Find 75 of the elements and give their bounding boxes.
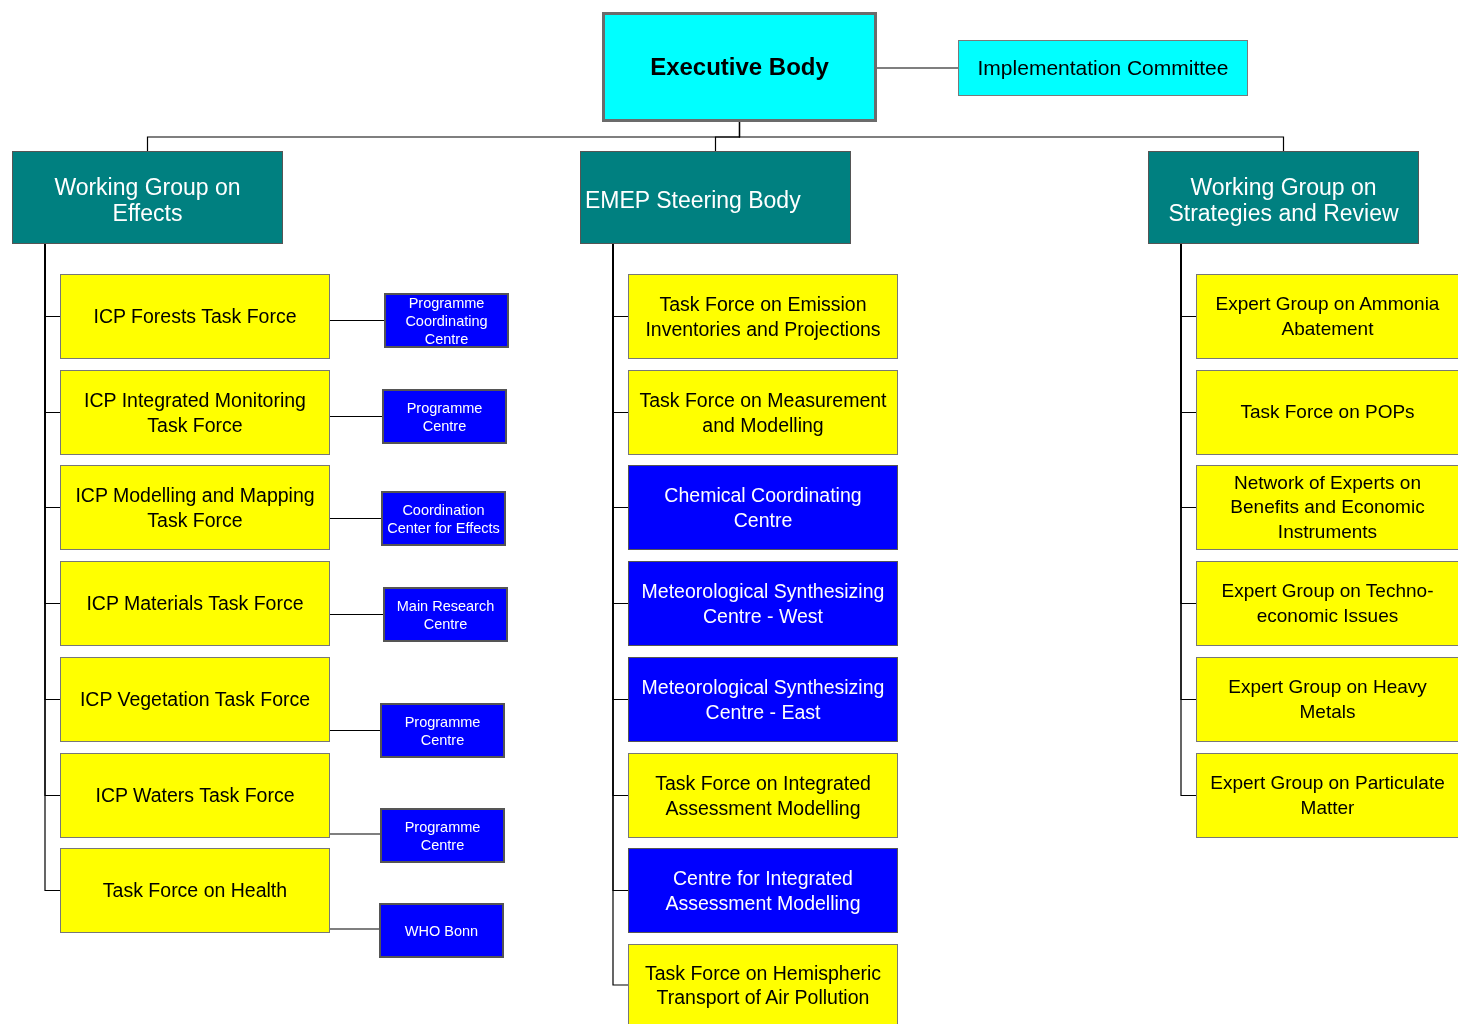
- box-label: Centre for Integrated Assessment Modelling: [664, 866, 862, 915]
- box-label: Working Group on Strategies and Review: [1167, 173, 1400, 226]
- box-label: Meteorological Synthesizing Centre - West: [640, 579, 886, 628]
- box-label: Programme Centre: [405, 398, 484, 435]
- centre-box: [384, 293, 509, 348]
- box-label: ICP Modelling and Mapping Task Force: [74, 483, 316, 532]
- box-label: Coordination Center for Effects: [387, 500, 500, 537]
- task-box: [60, 370, 330, 455]
- committee-box: [958, 40, 1248, 96]
- box-label: Expert Group on Heavy Metals: [1227, 675, 1428, 724]
- box-label: EMEP Steering Body: [585, 186, 801, 213]
- connector-line: [329, 517, 382, 520]
- executive-box: [602, 12, 877, 122]
- task-box: [1196, 561, 1458, 646]
- task-box: [60, 465, 330, 550]
- connector-line: [329, 833, 381, 835]
- task-box: [1196, 370, 1458, 455]
- box-label: Expert Group on Techno-economic Issues: [1220, 579, 1435, 628]
- box-label: Meteorological Synthesizing Centre - East: [640, 675, 886, 724]
- centre-box: [382, 389, 507, 444]
- centre-box: [628, 561, 898, 646]
- connector-line: [329, 729, 381, 732]
- group-box: [1148, 151, 1419, 244]
- box-label: Task Force on POPs: [1240, 400, 1415, 425]
- task-box: [628, 753, 898, 838]
- task-box: [628, 274, 898, 359]
- task-box: [1196, 753, 1458, 838]
- group-box: [12, 151, 283, 244]
- task-box: [1196, 657, 1458, 742]
- box-label: Working Group on Effects: [53, 173, 242, 226]
- box-label: Task Force on Health: [102, 878, 288, 903]
- task-box: [628, 370, 898, 455]
- centre-box: [628, 465, 898, 550]
- connector-line: [329, 928, 380, 930]
- group-box: [580, 151, 851, 244]
- centre-box: [381, 491, 506, 546]
- centre-box: [383, 587, 508, 642]
- box-label: ICP Forests Task Force: [93, 304, 297, 329]
- box-label: Expert Group on Particulate Matter: [1209, 771, 1446, 820]
- box-label: Executive Body: [650, 52, 829, 82]
- box-label: Programme Centre: [403, 712, 482, 749]
- box-label: Implementation Committee: [977, 55, 1229, 82]
- task-box: [60, 657, 330, 742]
- box-label: Chemical Coordinating Centre: [663, 483, 863, 532]
- task-box: [60, 274, 330, 359]
- task-box: [60, 848, 330, 933]
- connector-line: [329, 613, 384, 616]
- connector-line: [329, 415, 383, 418]
- centre-box: [628, 657, 898, 742]
- task-box: [60, 753, 330, 838]
- box-label: Task Force on Integrated Assessment Modelling: [654, 771, 872, 820]
- connector-line: [738, 121, 1285, 152]
- centre-box: [380, 703, 505, 758]
- box-label: WHO Bonn: [404, 921, 479, 940]
- task-box: [60, 561, 330, 646]
- centre-box: [380, 808, 505, 863]
- box-label: Programme Coordinating Centre: [404, 293, 489, 348]
- task-box: [1196, 465, 1458, 550]
- box-label: Task Force on Measurement and Modelling: [638, 388, 888, 437]
- box-label: Task Force on Hemispheric Transport of Air Pollution: [643, 960, 883, 1010]
- box-label: ICP Materials Task Force: [86, 591, 304, 616]
- centre-box: [628, 848, 898, 933]
- box-label: ICP Waters Task Force: [95, 783, 295, 808]
- connector-line: [329, 319, 385, 322]
- task-box: [628, 944, 898, 1024]
- box-label: Programme Centre: [403, 817, 482, 854]
- box-label: Network of Experts on Benefits and Economic Instruments: [1229, 470, 1426, 544]
- box-label: Expert Group on Ammonia Abatement: [1214, 292, 1441, 341]
- box-label: ICP Vegetation Task Force: [79, 687, 311, 712]
- box-label: ICP Integrated Monitoring Task Force: [83, 388, 307, 437]
- box-label: Main Research Centre: [395, 596, 496, 633]
- task-box: [1196, 274, 1458, 359]
- centre-box: [379, 903, 504, 958]
- box-label: Task Force on Emission Inventories and Projections: [644, 292, 882, 341]
- connector-line: [876, 67, 959, 69]
